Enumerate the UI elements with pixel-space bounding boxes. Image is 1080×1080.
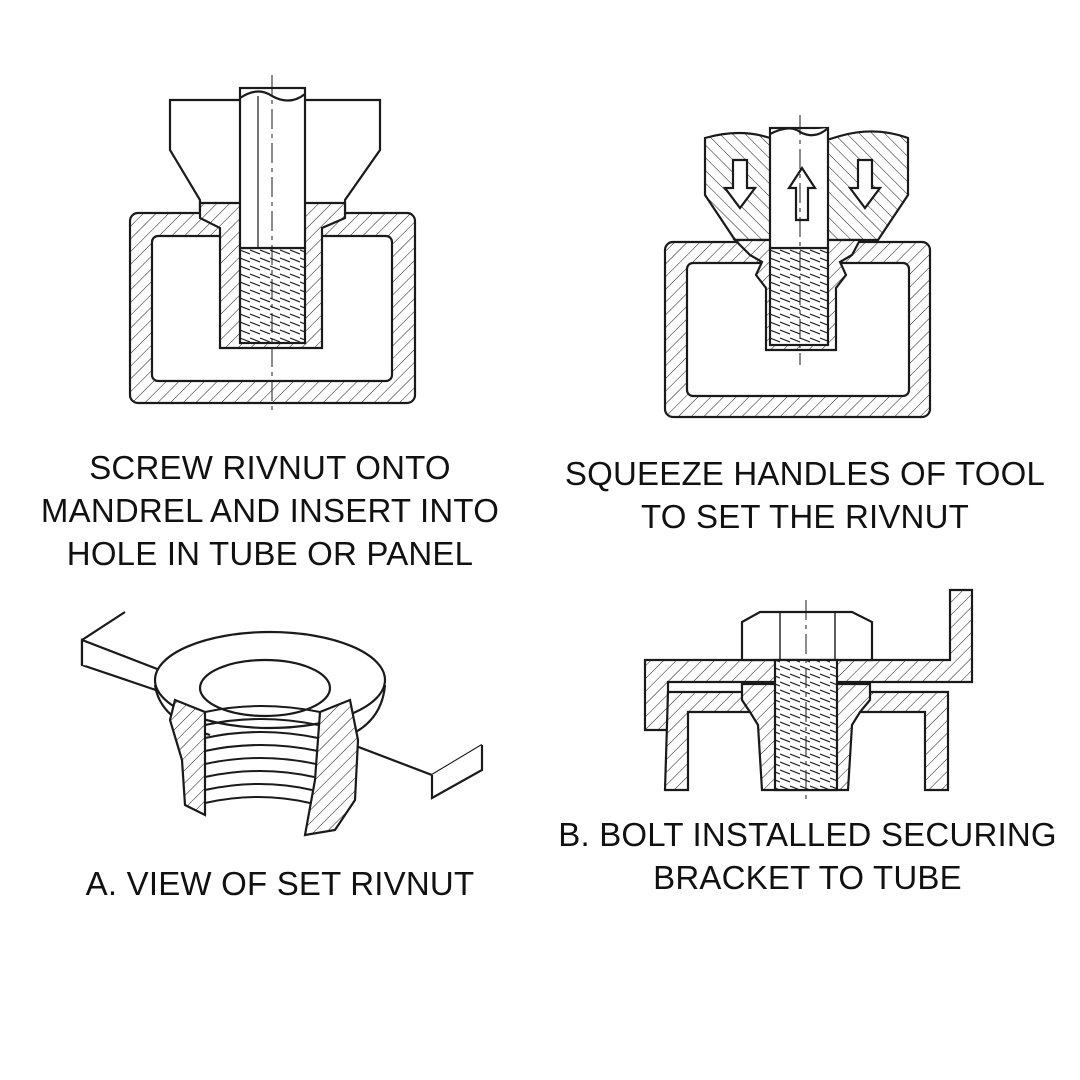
caption-bolt-installed: B. BOLT INSTALLED SECURING BRACKET TO TU… (540, 813, 1075, 899)
caption-line: SQUEEZE HANDLES OF TOOL (564, 455, 1046, 492)
caption-step-squeeze: SQUEEZE HANDLES OF TOOL TO SET THE RIVNU… (545, 452, 1065, 538)
figure-set-rivnut-view (80, 611, 484, 837)
caption-line: MANDREL AND INSERT INTO (40, 492, 500, 529)
caption-line: BRACKET TO TUBE (653, 859, 962, 896)
caption-line: HOLE IN TUBE OR PANEL (66, 535, 474, 572)
caption-step-insert: SCREW RIVNUT ONTO MANDREL AND INSERT INT… (10, 446, 530, 575)
caption-line: B. BOLT INSTALLED SECURING (558, 816, 1057, 853)
caption-view-set-rivnut: A. VIEW OF SET RIVNUT (20, 862, 540, 905)
figure-bolt-bracket (643, 588, 974, 800)
caption-line: SCREW RIVNUT ONTO (89, 449, 451, 486)
figure-squeeze-tool (663, 115, 932, 419)
caption-line: A. VIEW OF SET RIVNUT (85, 865, 475, 902)
figure-mandrel-insert (128, 75, 417, 415)
caption-line: TO SET THE RIVNUT (641, 498, 969, 535)
